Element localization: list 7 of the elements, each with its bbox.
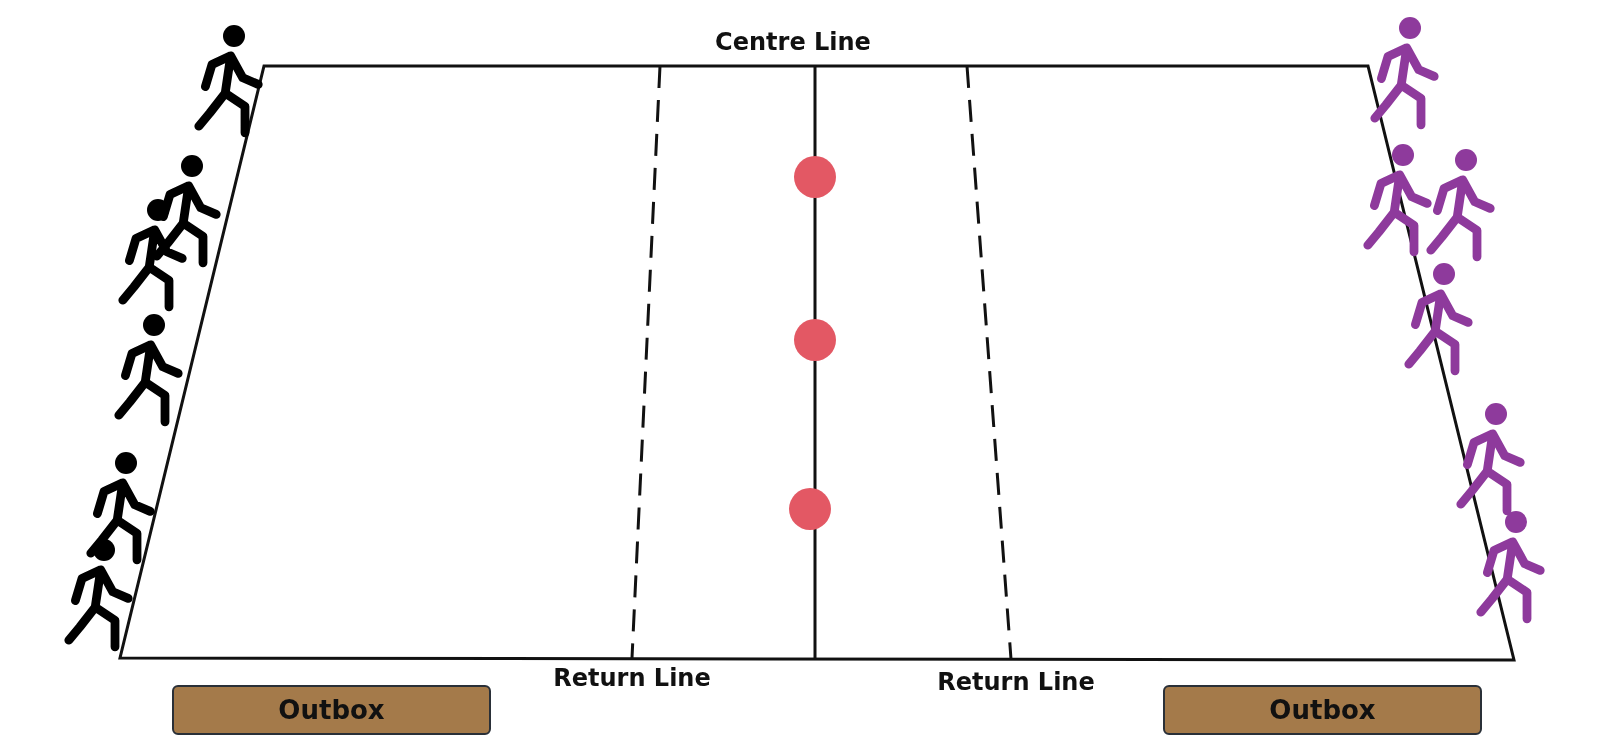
centre-line-label: Centre Line (715, 28, 871, 56)
outbox-label: Outbox (278, 695, 385, 725)
outbox-area (172, 685, 491, 735)
outbox-area (1163, 685, 1482, 735)
return-line-label: Return Line (553, 664, 711, 692)
return-line-label: Return Line (937, 668, 1095, 696)
outbox-label: Outbox (1269, 695, 1376, 725)
